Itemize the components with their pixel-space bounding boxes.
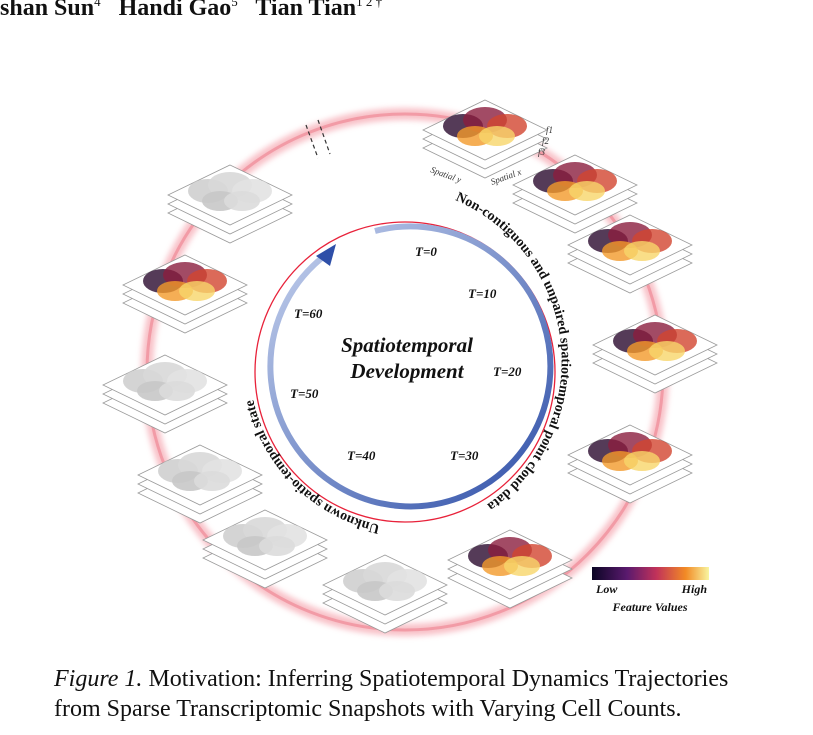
time-label-t0: T=0 <box>415 244 437 259</box>
author-1: shan Sun4 <box>0 0 101 21</box>
dashed-gap-marker <box>305 119 331 159</box>
unknown-snapshot-stack <box>102 354 228 434</box>
observed-snapshot-stack <box>567 424 693 504</box>
observed-snapshot-stack <box>447 529 573 609</box>
axis-label-spatial-y: Spatial y <box>429 164 462 184</box>
caption-text: Motivation: Inferring Spatiotemporal Dyn… <box>54 666 729 722</box>
unknown-snapshot-stack <box>322 554 448 634</box>
motivation-figure: Spatiotemporal Development T=0 T=10 T=20… <box>102 99 718 636</box>
center-title-line2: Development <box>349 359 464 383</box>
colorbar-low-label: Low <box>595 582 618 596</box>
axis-label-f1: f1 <box>546 125 553 135</box>
time-label-t10: T=10 <box>468 286 497 301</box>
author-2: Handi Gao5 <box>118 0 238 21</box>
unknown-snapshot-stack <box>202 509 328 589</box>
axis-label-f3: f3 <box>538 147 546 157</box>
unknown-snapshot-stack <box>137 444 263 524</box>
snapshot-stacks <box>102 99 718 634</box>
observed-snapshot-stack <box>122 254 248 334</box>
figure-caption: Figure 1. Motivation: Inferring Spatiote… <box>54 664 774 724</box>
author-3: Tian Tian1 2 † <box>255 0 383 21</box>
inner-red-circle <box>254 221 556 523</box>
axis-label-f2: f2 <box>542 136 550 146</box>
time-label-t50: T=50 <box>290 386 319 401</box>
time-label-t40: T=40 <box>347 448 376 463</box>
time-label-t20: T=20 <box>493 364 522 379</box>
unknown-snapshot-stack <box>167 164 293 244</box>
observed-snapshot-stack <box>512 154 638 234</box>
colorbar-high-label: High <box>681 582 708 596</box>
colorbar-title: Feature Values <box>611 600 687 614</box>
observed-snapshot-stack <box>422 99 548 179</box>
time-label-t60: T=60 <box>294 306 323 321</box>
colorbar <box>592 567 709 580</box>
author-line: shan Sun4 Handi Gao5 Tian Tian1 2 † <box>0 0 382 22</box>
caption-label: Figure 1. <box>54 666 143 692</box>
time-arrow-arc <box>267 223 554 510</box>
time-arrow-head <box>316 244 336 266</box>
observed-snapshot-stack <box>592 314 718 394</box>
time-label-t30: T=30 <box>450 448 479 463</box>
center-title-line1: Spatiotemporal <box>341 333 473 357</box>
observed-snapshot-stack <box>567 214 693 294</box>
